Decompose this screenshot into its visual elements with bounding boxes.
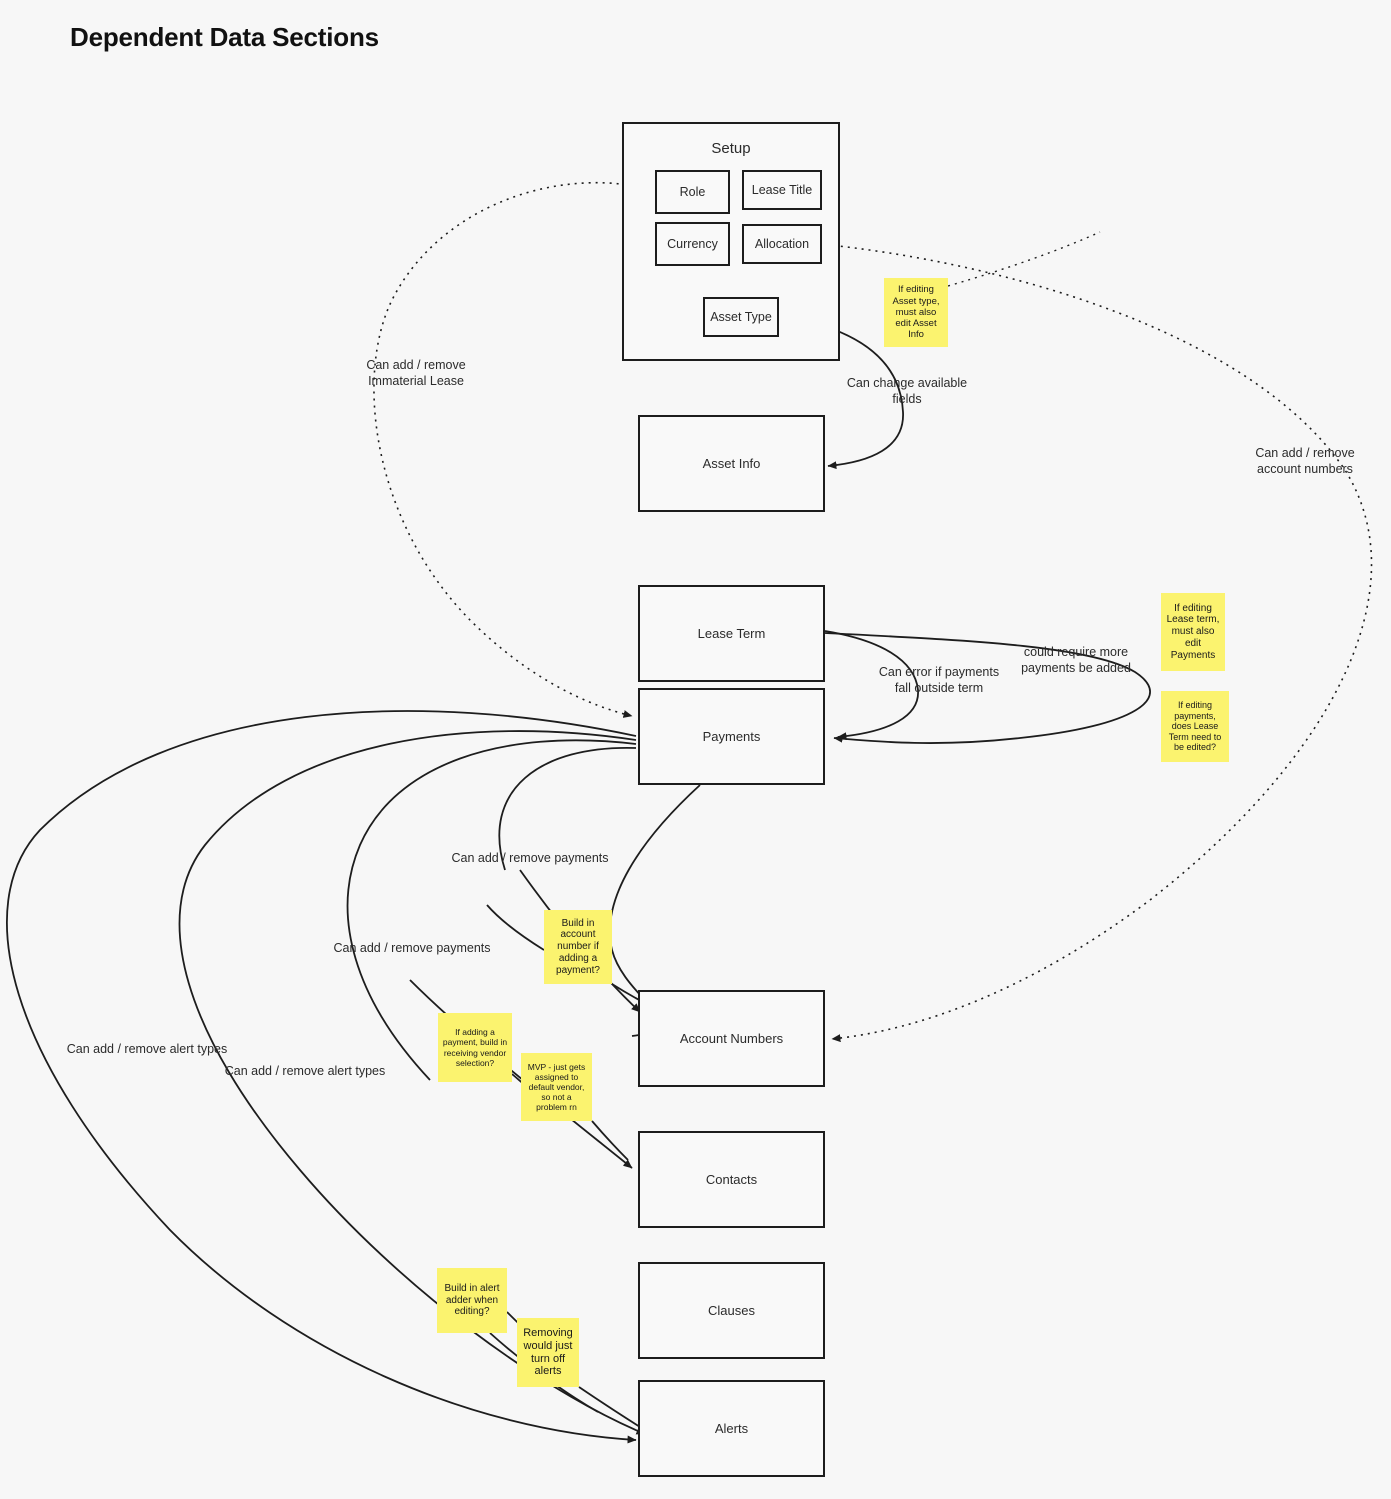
edge-label-immaterial-lease: Can add / remove Immaterial Lease (366, 358, 466, 388)
node-contacts-label: Contacts (705, 1172, 758, 1187)
node-lease-term-label: Lease Term (697, 626, 766, 641)
subnode-currency[interactable]: Currency (655, 222, 730, 266)
sticky-note-lease-term-text: If editing Lease term, must also edit Pa… (1166, 602, 1220, 661)
node-clauses[interactable]: Clauses (638, 1262, 825, 1359)
node-contacts[interactable]: Contacts (638, 1131, 825, 1228)
edge-role-to-payments (373, 181, 654, 718)
edge-label-payments-1: Can add / remove payments (451, 851, 609, 865)
edge-label-alert-types-1: Can add / remove alert types (66, 1042, 228, 1056)
subnode-allocation-label: Allocation (754, 237, 810, 251)
page-title: Dependent Data Sections (70, 22, 379, 52)
subnode-asset-type-label: Asset Type (710, 310, 772, 324)
subnode-lease-title[interactable]: Lease Title (742, 170, 822, 210)
sticky-note-account-number[interactable]: Build in account number if adding a paym… (544, 910, 612, 984)
node-payments-label: Payments (702, 729, 761, 744)
node-alerts[interactable]: Alerts (638, 1380, 825, 1477)
subnode-currency-label: Currency (667, 237, 718, 251)
node-clauses-label: Clauses (708, 1303, 755, 1318)
sticky-note-mvp-vendor-text: MVP - just gets assigned to default vend… (527, 1061, 586, 1113)
subnode-asset-type[interactable]: Asset Type (703, 297, 779, 337)
subnode-allocation[interactable]: Allocation (742, 224, 822, 264)
sticky-note-mvp-vendor[interactable]: MVP - just gets assigned to default vend… (521, 1053, 592, 1121)
sticky-note-asset-type[interactable]: If editing Asset type, must also edit As… (884, 278, 948, 347)
node-payments[interactable]: Payments (638, 688, 825, 785)
sticky-note-vendor-selection-text: If adding a payment, build in receiving … (442, 1027, 508, 1068)
sticky-note-asset-type-text: If editing Asset type, must also edit As… (892, 284, 940, 341)
node-alerts-label: Alerts (714, 1421, 749, 1436)
edge-label-require-payments: could require more payments be added (1021, 645, 1131, 675)
edge-label-alert-types-2: Can add / remove alert types (224, 1064, 386, 1078)
sticky-note-payments[interactable]: If editing payments, does Lease Term nee… (1161, 691, 1229, 762)
edge-note-assettype-link (947, 231, 1101, 287)
edge-label-account-numbers: Can add / remove account numbers (1255, 446, 1355, 476)
node-account-numbers-label: Account Numbers (679, 1031, 784, 1046)
sticky-note-removing-alerts[interactable]: Removing would just turn off alerts (517, 1318, 579, 1387)
node-account-numbers[interactable]: Account Numbers (638, 990, 825, 1087)
subnode-role-label: Role (679, 185, 706, 199)
subnode-lease-title-label: Lease Title (751, 183, 813, 197)
setup-title: Setup (711, 140, 751, 157)
edge-label-available-fields: Can change available fields (846, 376, 968, 406)
sticky-note-removing-alerts-text: Removing would just turn off alerts (523, 1326, 573, 1378)
edge-allocation-to-account-numbers (819, 243, 1373, 1043)
node-asset-info-label: Asset Info (702, 456, 761, 471)
node-asset-info[interactable]: Asset Info (638, 415, 825, 512)
sticky-note-account-number-text: Build in account number if adding a paym… (556, 917, 600, 976)
edge-label-error-payments: Can error if payments fall outside term (878, 665, 1000, 695)
node-setup[interactable]: Setup Role Lease Title Currency Allocati… (622, 122, 840, 361)
subnode-role[interactable]: Role (655, 170, 730, 214)
sticky-note-alert-adder-text: Build in alert adder when editing? (444, 1282, 500, 1318)
edge-note-mvp-link (591, 1120, 629, 1161)
node-lease-term[interactable]: Lease Term (638, 585, 825, 682)
sticky-note-lease-term[interactable]: If editing Lease term, must also edit Pa… (1161, 593, 1225, 671)
sticky-note-payments-text: If editing payments, does Lease Term nee… (1168, 699, 1222, 753)
sticky-note-vendor-selection[interactable]: If adding a payment, build in receiving … (438, 1013, 512, 1082)
sticky-note-alert-adder[interactable]: Build in alert adder when editing? (437, 1268, 507, 1333)
edge-label-payments-2: Can add / remove payments (333, 941, 491, 955)
